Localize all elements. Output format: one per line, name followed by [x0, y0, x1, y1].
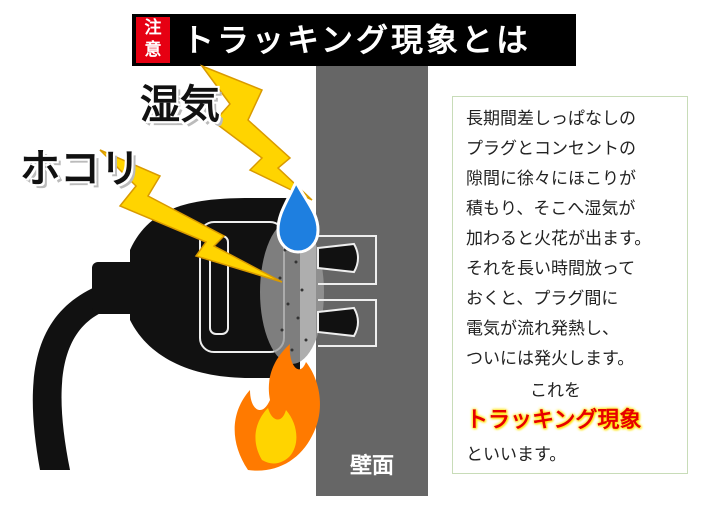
lightning-icon-dust: [99, 149, 283, 283]
cord-collar: [92, 262, 136, 314]
info-line: 隙間に徐々にほこりが: [466, 169, 636, 189]
warning-badge: 注 意: [136, 17, 170, 63]
info-line: 積もり、そこへ湿気が: [466, 199, 636, 219]
info-lead: これを: [530, 381, 581, 401]
wall-label: 壁面: [349, 454, 394, 479]
plug-cord: [32, 278, 120, 470]
wall: [316, 66, 428, 496]
dust-label: ホコリ: [20, 146, 140, 192]
warning-char-2: 意: [144, 40, 162, 60]
info-line: それを長い時間放って: [466, 259, 636, 279]
plug-body: [130, 198, 300, 378]
outlet-slots: [318, 235, 377, 347]
info-text: 長期間差しっぱなしの プラグとコンセントの 隙間に徐々にほこりが 積もり、そこへ…: [466, 104, 690, 374]
info-box: [452, 96, 688, 474]
warning-char-1: 注: [144, 18, 162, 38]
lightning-icon-humidity: [199, 64, 313, 201]
info-line: プラグとコンセントの: [466, 139, 636, 159]
humidity-label: 湿気: [140, 82, 220, 128]
title-bar: [132, 14, 576, 66]
plug-prongs: [317, 242, 359, 338]
info-highlight: トラッキング現象: [466, 408, 642, 433]
info-line: 電気が流れ発熱し、: [466, 319, 619, 339]
dust-cloud: [260, 220, 324, 364]
info-line: 長期間差しっぱなしの: [466, 109, 636, 129]
water-drop-icon: [276, 178, 320, 254]
info-line: ついには発火します。: [466, 349, 635, 369]
flame-icon: [234, 344, 320, 471]
info-line: おくと、プラグ間に: [466, 289, 619, 309]
info-line: 加わると火花が出ます。: [466, 229, 652, 249]
info-ending: といいます。: [466, 445, 567, 465]
page-title: トラッキング現象とは: [182, 21, 532, 59]
